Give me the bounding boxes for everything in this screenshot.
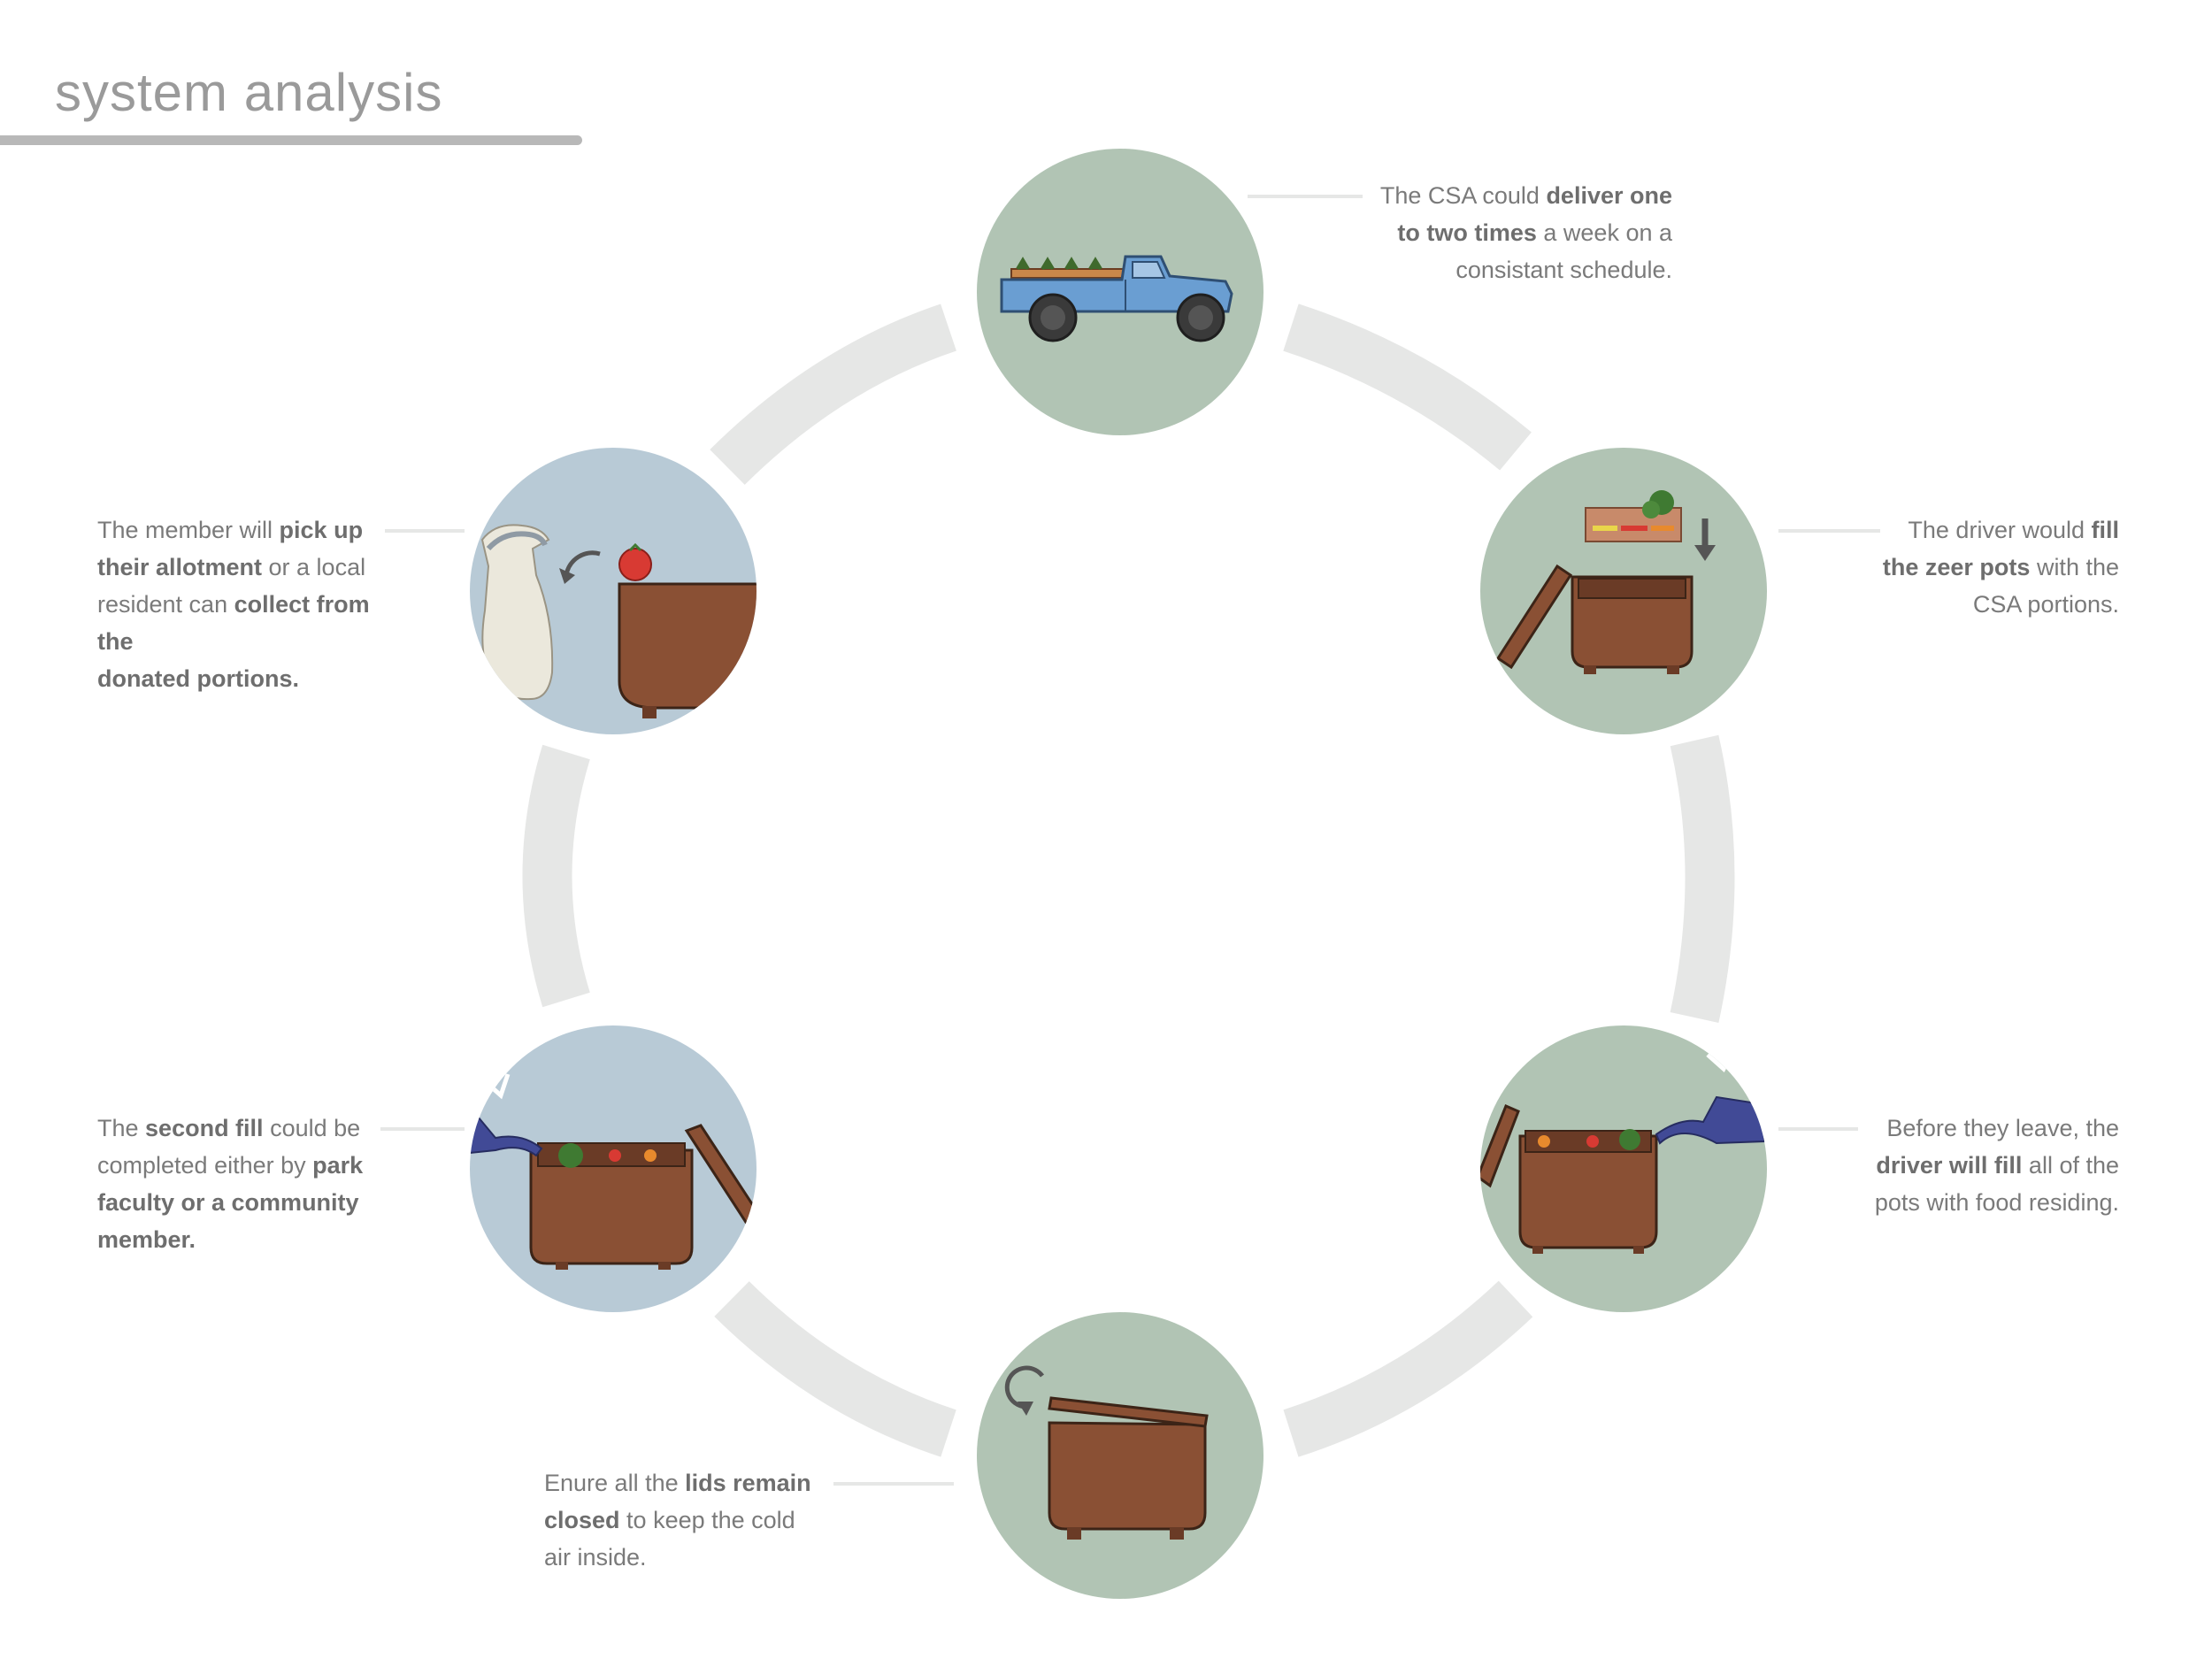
- step-lids-closed-circle: [977, 1312, 1263, 1599]
- step-pick-up-description: The member will pick up their allotment o…: [97, 511, 398, 697]
- ring-segment-water-to-lids: [1291, 1299, 1516, 1433]
- text: The member will: [97, 517, 280, 543]
- bold-text: their allotment: [97, 554, 262, 580]
- ring-segment-fill-to-water: [1694, 741, 1710, 1018]
- text: or a local: [262, 554, 365, 580]
- text: The: [97, 1115, 145, 1141]
- ring-segment-lids-to-second: [732, 1299, 949, 1433]
- ring-segment-pickup-to-deliver: [727, 327, 949, 467]
- text: CSA portions.: [1973, 591, 2119, 618]
- step-deliver-description: The CSA could deliver one to two times a …: [1256, 177, 1672, 288]
- bold-text: fill: [2092, 517, 2120, 543]
- text: Enure all the: [544, 1470, 685, 1496]
- bold-text: park: [312, 1152, 363, 1179]
- step-fill-pots-description: The driver would fill the zeer pots with …: [1770, 511, 2119, 623]
- text: The driver would: [1908, 517, 2091, 543]
- step-driver-water-description: Before they leave, the driver will fill a…: [1770, 1110, 2119, 1221]
- step-lids-closed-description: Enure all the lids remain closed to keep …: [544, 1464, 827, 1576]
- text: completed either by: [97, 1152, 312, 1179]
- bold-text: second fill: [145, 1115, 264, 1141]
- text: a week on a: [1537, 219, 1672, 246]
- step-driver-water-circle: [1478, 1025, 1767, 1312]
- step-deliver-circle: [977, 149, 1263, 435]
- text: to keep the cold: [620, 1507, 795, 1533]
- step-second-fill-description: The second fill could be completed either…: [97, 1110, 380, 1258]
- bold-text: donated portions.: [97, 665, 299, 692]
- text: Before they leave, the: [1886, 1115, 2119, 1141]
- bold-text: pick up: [280, 517, 364, 543]
- bold-text: to two times: [1397, 219, 1537, 246]
- bold-text: lids remain: [685, 1470, 811, 1496]
- step-pick-up-circle: [470, 448, 761, 734]
- ring-segment-deliver-to-fill: [1291, 327, 1516, 451]
- bold-text: member.: [97, 1226, 196, 1253]
- text: all of the: [2022, 1152, 2119, 1179]
- text: with the: [2030, 554, 2119, 580]
- ring-segment-second-to-pickup: [548, 752, 567, 1000]
- bold-text: faculty or a community: [97, 1189, 359, 1216]
- text: The CSA could: [1380, 182, 1547, 209]
- text: resident can: [97, 591, 234, 618]
- step-fill-pots-circle: [1480, 448, 1767, 734]
- bold-text: closed: [544, 1507, 620, 1533]
- text: could be: [264, 1115, 361, 1141]
- bold-text: the zeer pots: [1883, 554, 2031, 580]
- bold-text: deliver one: [1546, 182, 1672, 209]
- step-second-fill-circle: [460, 1025, 761, 1312]
- text: consistant schedule.: [1455, 257, 1672, 283]
- bold-text: driver will fill: [1876, 1152, 2022, 1179]
- text: air inside.: [544, 1544, 647, 1571]
- text: pots with food residing.: [1875, 1189, 2119, 1216]
